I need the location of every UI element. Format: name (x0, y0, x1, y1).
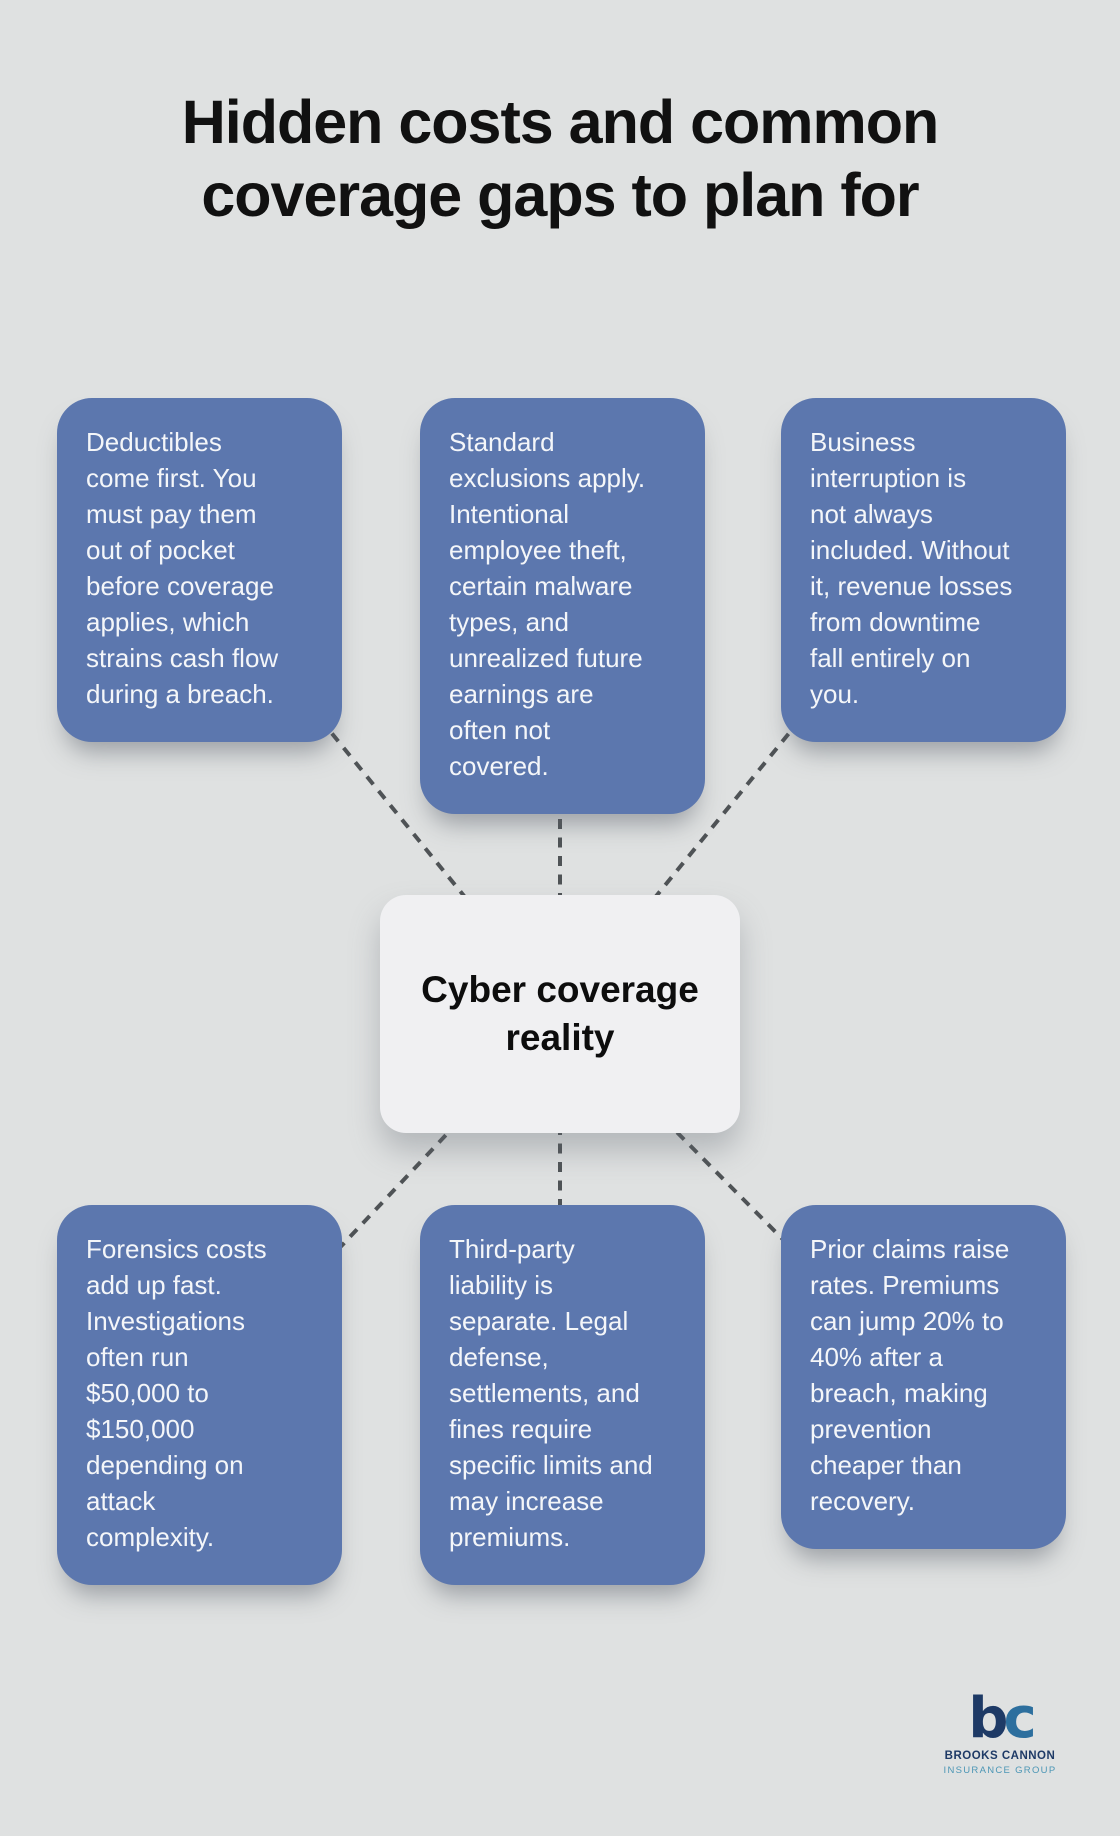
info-box-deductibles: Deductibles come first. You must pay the… (57, 398, 342, 742)
connector-line-bottom-left (197, 1012, 562, 1399)
logo-company-name: BROOKS CANNON (944, 1750, 1056, 1762)
monogram-letter-c: c (1003, 1686, 1036, 1751)
brooks-cannon-logo: bc BROOKS CANNON INSURANCE GROUP (938, 1691, 1062, 1777)
info-box-text: Standard exclusions apply. Intentional e… (449, 427, 646, 781)
info-box-forensics: Forensics costs add up fast. Investigati… (57, 1205, 342, 1585)
info-box-business-interruption: Business interruption is not always incl… (781, 398, 1066, 742)
info-box-prior-claims: Prior claims raise rates. Premiums can j… (781, 1205, 1066, 1549)
center-node: Cyber coverage reality (380, 895, 740, 1133)
info-box-text: Third-party liability is separate. Legal… (449, 1234, 653, 1552)
info-box-text: Deductibles come first. You must pay the… (86, 427, 279, 709)
bc-monogram-icon: bc (938, 1691, 1062, 1747)
monogram-letter-b: b (968, 1686, 1008, 1751)
info-box-text: Business interruption is not always incl… (810, 427, 1013, 709)
center-node-label: Cyber coverage reality (421, 968, 699, 1058)
info-box-text: Forensics costs add up fast. Investigati… (86, 1234, 267, 1552)
page-title: Hidden costs and common coverage gaps to… (181, 88, 940, 230)
info-box-exclusions: Standard exclusions apply. Intentional e… (420, 398, 705, 814)
info-box-third-party: Third-party liability is separate. Legal… (420, 1205, 705, 1585)
logo-tagline: INSURANCE GROUP (943, 1765, 1057, 1776)
info-box-text: Prior claims raise rates. Premiums can j… (810, 1234, 1010, 1516)
